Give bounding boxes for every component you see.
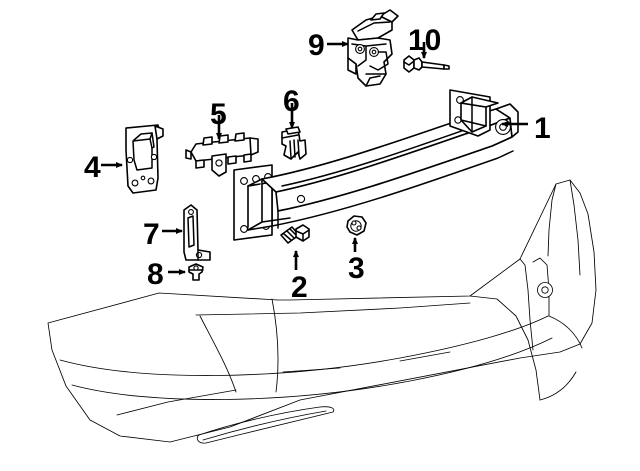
callout-label-9: 9	[308, 29, 325, 62]
callout-label-5: 5	[210, 98, 227, 131]
callout-labels: 1 2 3 4 5 6 7 8 9 10	[84, 24, 551, 304]
flange-nut	[346, 215, 367, 236]
tow-hook-eye-bracket	[347, 9, 399, 87]
retainer-clip-strip	[185, 132, 259, 177]
callout-label-4: 4	[84, 151, 101, 184]
callout-label-6: 6	[283, 85, 300, 118]
callout-label-10: 10	[408, 24, 441, 57]
push-in-fastener-nut	[188, 263, 204, 281]
callout-label-1: 1	[534, 112, 551, 145]
bumper-reinforcement-bar	[233, 89, 519, 241]
callout-label-7: 7	[143, 218, 160, 251]
callout-arrows	[101, 41, 528, 275]
callout-label-2: 2	[291, 271, 308, 304]
long-mounting-bolt	[403, 55, 450, 73]
callout-label-8: 8	[147, 258, 164, 291]
support-stay-bracket	[183, 204, 211, 261]
bumper-guide-clip	[281, 126, 307, 160]
rear-bumper-cover	[47, 179, 597, 444]
side-mounting-bracket-plate	[125, 124, 164, 194]
hex-flange-bolt	[280, 224, 310, 244]
callout-label-3: 3	[348, 252, 365, 285]
